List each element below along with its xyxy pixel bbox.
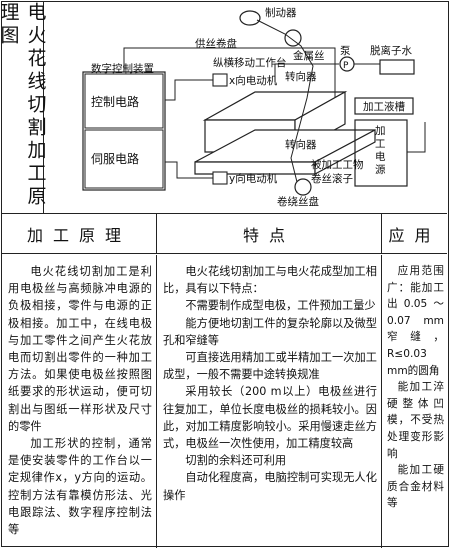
wire-edm-diagram: 控制电路 伺服电路 数字控制装置 加工液槽 加工电源	[45, 2, 447, 214]
power-supply-box	[354, 119, 408, 187]
features-paragraph: 自动化程度高，电脑控制可实现无人化操作	[163, 471, 377, 502]
wire-label: 金属丝	[293, 49, 325, 62]
control-circuit-label: 控制电路	[91, 94, 139, 109]
take-up-reel-label: 卷绕丝盘	[277, 195, 319, 208]
pump-label: 泵	[340, 45, 351, 57]
xy-table-label: 纵横移动工作台	[213, 56, 287, 69]
application-cell: 应用范围广：能加工出0.05～0.07 mm窄缝，R≤0.03 mm的圆角 能加…	[382, 255, 447, 548]
servo-circuit-label: 伺服电路	[91, 151, 139, 166]
table-body-row: 电火花线切割加工是利用电极丝与高频脉冲电源的负极相接，零件与电源的正极相接。加工…	[2, 255, 447, 548]
features-paragraph: 切割的余料还可利用	[185, 454, 287, 468]
features-paragraph: 不需要制作成型电极，工件预加工量少	[185, 299, 376, 313]
machining-tank-label: 加工液槽	[363, 100, 405, 113]
deionized-water-label: 脱离子水	[370, 44, 412, 57]
workpiece-label: 被加工工物	[311, 158, 364, 171]
servo-circuit-box	[84, 129, 164, 189]
x-motor-label: x向电动机	[229, 74, 278, 87]
brake-label: 制动器	[265, 6, 297, 19]
y-motor-label: y向电动机	[229, 172, 278, 185]
feedback-wire	[123, 47, 336, 98]
power-wire	[407, 122, 426, 153]
power-supply-label: 加工电源	[375, 125, 386, 176]
header-application: 应用	[388, 225, 441, 245]
application-paragraph: 能加工淬硬整体凹模，不受热处理变形影响	[387, 381, 444, 460]
brake-reel-icon	[239, 10, 261, 26]
supply-reel-icon	[284, 29, 302, 47]
pump-symbol: P	[343, 61, 349, 71]
water-tank	[379, 59, 415, 75]
principle-paragraph: 加工形状的控制，通常是使安装零件的工作台以一定规律作x，y方向的运动。控制方法有…	[8, 437, 152, 537]
header-principle: 加工原理	[2, 214, 157, 253]
take-up-roller-label: 卷丝滚子	[311, 172, 353, 185]
take-up-reel-icon	[294, 178, 312, 196]
application-paragraph: 应用范围广：能加工出0.05～0.07 mm窄缝，R≤0.03 mm的圆角	[387, 265, 444, 377]
application-paragraph: 能加工硬质合金材料等	[387, 464, 444, 510]
features-paragraph: 能方便地切割工件的复杂轮廓以及微型孔和窄缝等	[163, 316, 377, 347]
coolant-line	[274, 63, 339, 82]
features-paragraph: 可直接选用精加工或半精加工一次加工成型，一般不需要中途转换规准	[163, 351, 377, 382]
table-header-row: 加工原理 特点 应用	[2, 214, 447, 254]
diverter-bottom-label: 转向器	[285, 138, 317, 151]
control-circuit-box	[84, 73, 164, 129]
principle-paragraph: 电火花线切割加工是利用电极丝与高频脉冲电源的负极相接，零件与电源的正极相接。加工…	[8, 265, 152, 433]
features-paragraph: 电火花线切割加工与电火花成型加工相比，具有以下特点：	[163, 265, 377, 296]
features-paragraph: 采用较长（200 m以上）电极丝进行往复加工，单位长度电极丝的损耗较小。因此，对…	[163, 385, 377, 451]
x-motor-icon	[212, 73, 228, 87]
nc-device-box	[82, 71, 166, 191]
machining-tank	[354, 97, 414, 115]
features-cell: 电火花线切割加工与电火花成型加工相比，具有以下特点： 不需要制作成型电极，工件预…	[157, 255, 382, 548]
principle-cell: 电火花线切割加工是利用电极丝与高频脉冲电源的负极相接，零件与电源的正极相接。加工…	[2, 255, 157, 548]
y-motor-icon	[212, 171, 228, 185]
wire-path	[256, 19, 314, 183]
diverter-top-label: 转向器	[285, 70, 317, 83]
diagram-section: 电火花线切割加工原理图 控制电路 伺服电路 数字控制装置	[0, 2, 447, 214]
diagram-svg: 控制电路 伺服电路 数字控制装置 加工液槽 加工电源	[82, 6, 426, 208]
y-motor-wire	[165, 161, 213, 179]
header-features: 特点	[157, 214, 382, 253]
diagram-title: 电火花线切割加工原理图	[0, 2, 47, 209]
x-motor-wire	[165, 79, 213, 101]
wire-supply-reel-label: 供丝卷盘	[195, 37, 237, 50]
diagram-title-cell: 电火花线切割加工原理图	[0, 2, 47, 214]
nc-device-label: 数字控制装置	[91, 62, 154, 75]
